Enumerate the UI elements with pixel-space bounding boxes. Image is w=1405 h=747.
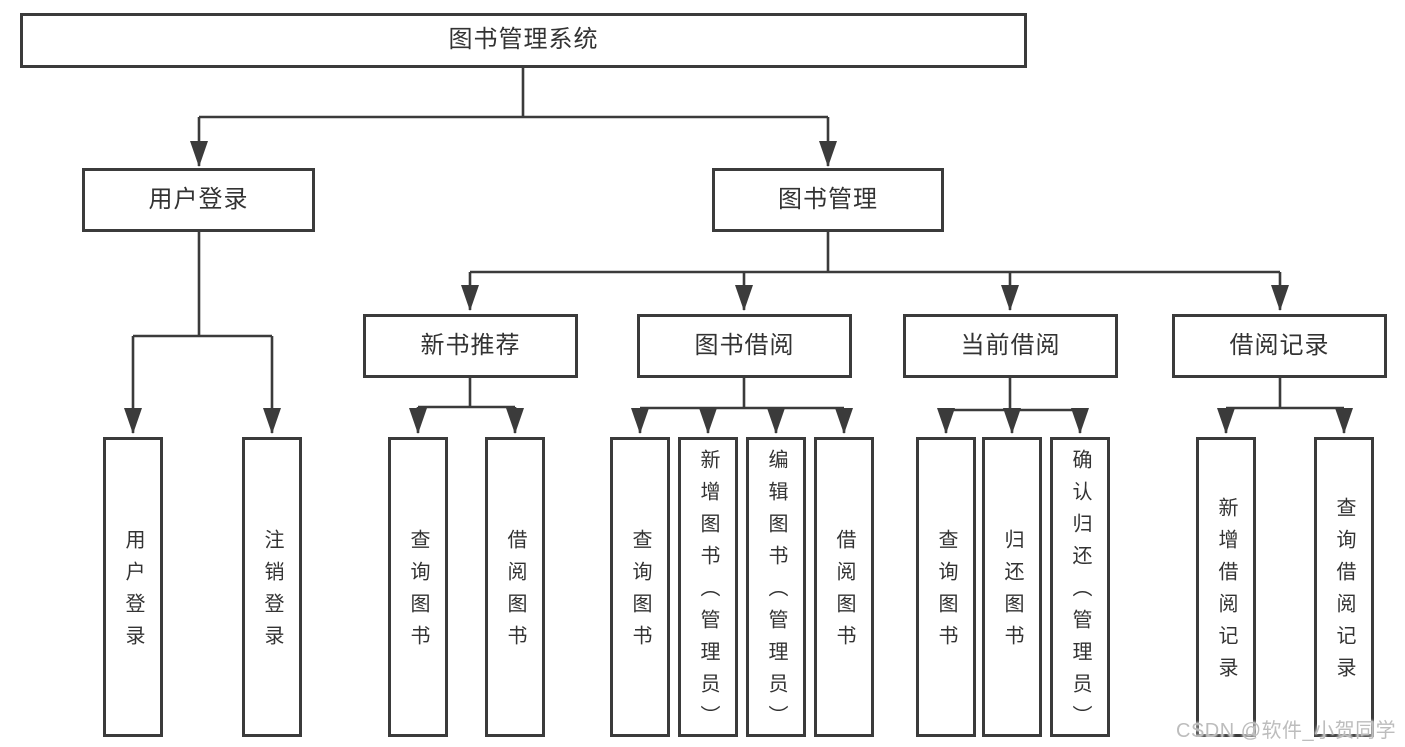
leaf-edit-book-admin: 编辑图书（管理员） <box>746 437 806 737</box>
node-book-borrowing-label: 图书借阅 <box>694 331 795 359</box>
leaf-borrow-books-recommend-label: 借阅图书 <box>504 529 526 657</box>
watermark: CSDN @软件_小贺同学 <box>1176 720 1397 742</box>
node-root: 图书管理系统 <box>20 13 1027 68</box>
leaf-return-book-label: 归还图书 <box>1001 529 1023 657</box>
leaf-query-borrow-record-label: 查询借阅记录 <box>1333 497 1355 689</box>
leaf-add-borrow-record: 新增借阅记录 <box>1196 437 1256 737</box>
node-user-login: 用户登录 <box>82 168 315 232</box>
node-book-management-label: 图书管理 <box>778 185 878 213</box>
leaf-confirm-return-admin: 确认归还（管理员） <box>1050 437 1110 737</box>
leaf-return-book: 归还图书 <box>982 437 1042 737</box>
leaf-add-book-admin: 新增图书（管理员） <box>678 437 738 737</box>
node-user-login-label: 用户登录 <box>148 185 249 213</box>
leaf-edit-book-admin-label: 编辑图书（管理员） <box>765 449 787 737</box>
leaf-add-borrow-record-label: 新增借阅记录 <box>1215 497 1237 689</box>
leaf-borrow-books: 借阅图书 <box>814 437 874 737</box>
leaf-query-books-borrowing-label: 查询图书 <box>629 529 651 657</box>
leaf-logout: 注销登录 <box>242 437 302 737</box>
node-book-borrowing: 图书借阅 <box>637 314 852 378</box>
leaf-query-books-current-label: 查询图书 <box>935 529 957 657</box>
leaf-logout-label: 注销登录 <box>261 529 283 657</box>
node-new-book-recommendation: 新书推荐 <box>363 314 578 378</box>
node-borrowing-records-label: 借阅记录 <box>1229 331 1330 359</box>
leaf-query-borrow-record: 查询借阅记录 <box>1314 437 1374 737</box>
leaf-query-books-borrowing: 查询图书 <box>610 437 670 737</box>
leaf-user-login: 用户登录 <box>103 437 163 737</box>
node-book-management: 图书管理 <box>712 168 944 232</box>
leaf-query-books-current: 查询图书 <box>916 437 976 737</box>
leaf-borrow-books-recommend: 借阅图书 <box>485 437 545 737</box>
leaf-user-login-label: 用户登录 <box>122 529 144 657</box>
node-root-label: 图书管理系统 <box>448 26 599 54</box>
leaf-query-books-recommend: 查询图书 <box>388 437 448 737</box>
node-new-book-recommendation-label: 新书推荐 <box>420 331 521 359</box>
tree-skeleton-lines <box>133 66 1344 412</box>
leaf-query-books-recommend-label: 查询图书 <box>407 529 429 657</box>
leaf-confirm-return-admin-label: 确认归还（管理员） <box>1069 449 1091 737</box>
node-current-borrowing-label: 当前借阅 <box>960 331 1061 359</box>
node-current-borrowing: 当前借阅 <box>903 314 1118 378</box>
leaf-borrow-books-label: 借阅图书 <box>833 529 855 657</box>
leaf-add-book-admin-label: 新增图书（管理员） <box>697 449 719 737</box>
arrow-lines <box>124 117 1353 434</box>
node-borrowing-records: 借阅记录 <box>1172 314 1387 378</box>
